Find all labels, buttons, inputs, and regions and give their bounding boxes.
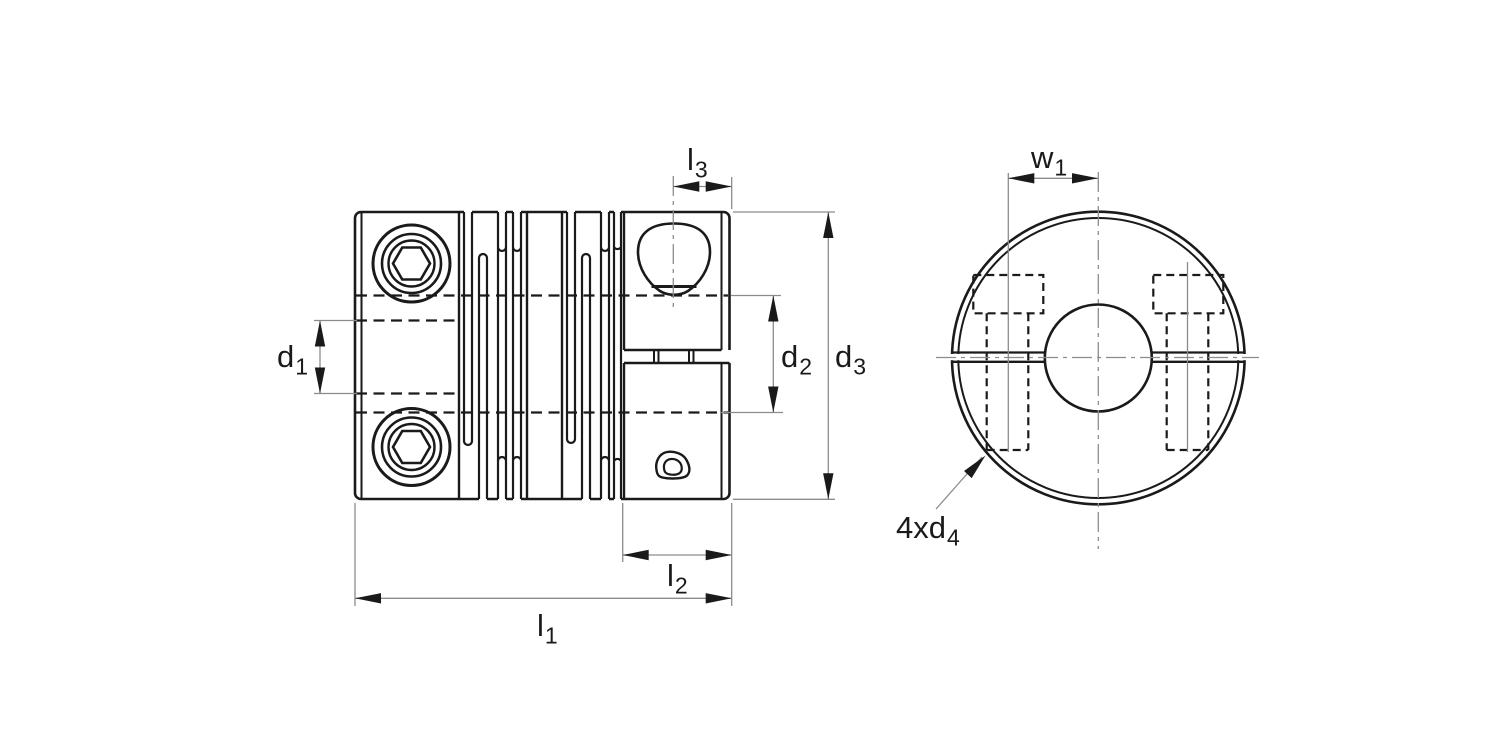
label-w1: w1	[1030, 140, 1067, 181]
label-4xd4: 4xd4	[896, 510, 960, 551]
screw-head-outer-circle	[371, 223, 452, 304]
w1-arrow-right	[1072, 173, 1098, 184]
screw-shank-left	[985, 313, 1030, 452]
label-l2-sub: 2	[675, 573, 688, 599]
label-w1-sub: 1	[1054, 155, 1067, 181]
label-d3-base: d	[835, 339, 852, 374]
hex-socket-screw-top	[371, 223, 452, 304]
clamp-slit-ticks	[653, 350, 695, 363]
small-hole-outer	[654, 450, 691, 480]
label-l1: l1	[537, 608, 558, 649]
slot-capped-top-left	[477, 252, 489, 499]
body-outline	[353, 210, 731, 501]
l2-arrow-right	[705, 549, 732, 561]
d1-arrow-top	[314, 320, 326, 347]
slot-capped-top-right	[580, 252, 592, 499]
small-hole-inner	[662, 457, 683, 476]
label-d2-sub: 2	[799, 354, 812, 380]
label-d1-base: d	[277, 339, 294, 374]
label-4xd4-sub: 4	[947, 525, 960, 551]
l3-arrow-right	[705, 181, 732, 192]
label-l2: l2	[667, 558, 688, 599]
screw-head-mid-circle	[380, 232, 443, 295]
clamp-screw-recess	[636, 222, 712, 297]
dimensions: l3 d1 d2 d3 l2 l1 w1 4xd4	[277, 140, 1098, 649]
bore-dashed-lines	[356, 294, 728, 414]
radial-slit-left	[951, 351, 1045, 363]
screw-head-mid-circle	[380, 416, 443, 478]
slit-open-top-left	[462, 212, 474, 447]
hex-socket-screw-bottom	[371, 407, 452, 487]
label-d2-base: d	[781, 339, 798, 374]
label-w1-base: w	[1030, 140, 1054, 175]
label-l2-base: l	[667, 558, 674, 593]
center-ring-edges	[525, 212, 564, 499]
screw-head-inner-circle	[387, 422, 436, 472]
label-l3-sub: 3	[695, 157, 708, 183]
w1-arrow-left	[1008, 173, 1035, 184]
screw-head-outer-circle	[371, 407, 452, 487]
hex-socket-icon	[391, 246, 432, 281]
d1-extensions	[314, 319, 357, 395]
center-lines	[936, 172, 1259, 549]
slit-pair-2-left	[511, 212, 523, 499]
body-corners	[353, 210, 731, 501]
label-l3-base: l	[687, 142, 694, 177]
d2-arrow-bottom	[768, 386, 779, 413]
front-view	[936, 172, 1259, 549]
l1-arrow-left	[355, 593, 381, 604]
l3-arrow-left	[673, 181, 700, 192]
screw-head-inner-circle	[387, 239, 436, 288]
slit-pair-2-right	[612, 212, 623, 499]
d4-leader-arrow	[964, 455, 986, 479]
d1-arrow-bottom	[314, 367, 326, 394]
teardrop-hole	[636, 222, 712, 297]
side-view	[353, 210, 731, 501]
small-clamp-hole	[654, 450, 691, 480]
hex-socket-icon	[391, 429, 432, 465]
slit-open-top-right	[565, 212, 577, 445]
label-d1-sub: 1	[295, 354, 308, 380]
screw-counterbore-right	[1152, 273, 1225, 315]
label-d1: d1	[277, 339, 308, 380]
label-d3: d3	[835, 339, 866, 380]
extension-lines	[314, 176, 835, 606]
l2-arrow-left	[622, 549, 649, 561]
d3-arrow-bottom	[823, 473, 834, 500]
slit-pair-1-right	[599, 212, 611, 499]
clamp-slit	[624, 348, 730, 365]
d3-extensions	[733, 211, 835, 500]
label-d2: d2	[781, 339, 812, 380]
label-l3: l3	[687, 142, 708, 183]
l1-arrow-right	[705, 593, 732, 604]
d3-arrow-top	[823, 212, 834, 238]
label-4xd4-base: 4xd	[896, 510, 946, 545]
label-l1-sub: 1	[545, 623, 558, 649]
d2-arrow-top	[768, 295, 779, 322]
label-l1-base: l	[537, 608, 544, 643]
hub-edges	[457, 212, 626, 499]
flexure-slits-left	[462, 212, 523, 499]
arrowheads	[314, 173, 1098, 604]
flexure-slits-right	[565, 212, 623, 499]
slit-pair-1-left	[496, 212, 508, 499]
label-d3-sub: 3	[853, 354, 866, 380]
dimension-labels: l3 d1 d2 d3 l2 l1 w1 4xd4	[277, 140, 1067, 649]
